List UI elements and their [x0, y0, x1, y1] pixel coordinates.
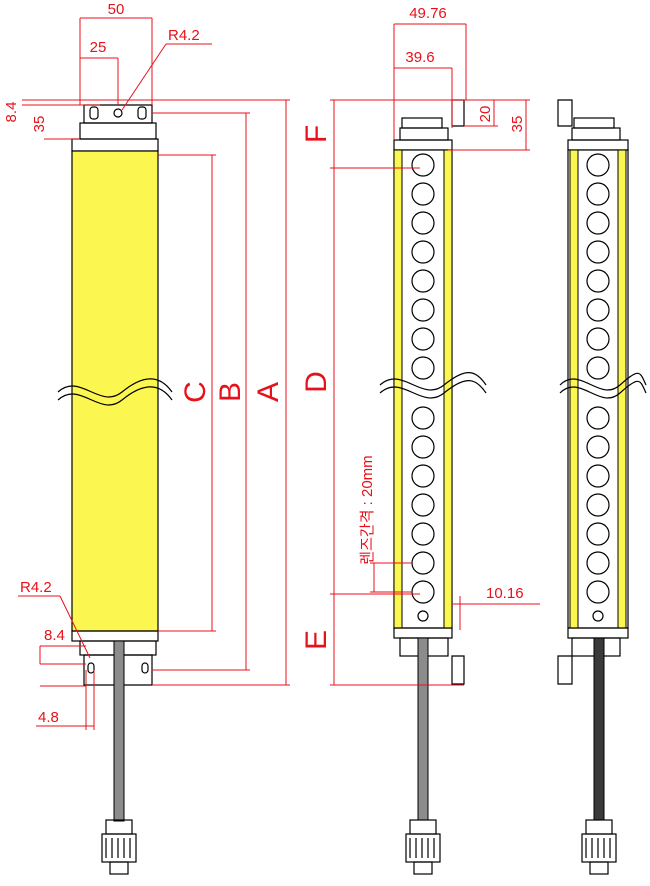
lens-top-plate [393, 139, 453, 151]
side-bottom-bracket [557, 655, 573, 685]
side-top-bracket [557, 99, 573, 127]
lens-connector-tip [413, 861, 433, 875]
dim-half-width: 25 [90, 39, 107, 56]
side-lens-array [586, 153, 610, 622]
dim-e: E [300, 630, 333, 650]
bottom-slot-right [141, 662, 149, 674]
side-break-2 [559, 380, 647, 399]
lens-bottom-side-bracket [451, 655, 465, 685]
front-view [57, 104, 173, 875]
side-connector-tip [589, 861, 609, 875]
side-rail-left [569, 149, 579, 629]
yellow-cover [71, 150, 159, 632]
connector-tip [109, 861, 129, 875]
dim-radius-top: R4.2 [168, 27, 200, 44]
lens-pitch-label: 렌즈간격 : 20mm [359, 455, 376, 564]
lens-cable [417, 637, 429, 821]
side-top-cap [571, 127, 621, 141]
dim-a: A [252, 382, 285, 402]
bracket-hole [113, 108, 123, 118]
connector-body [101, 833, 137, 863]
dim-height-20: 20 [477, 106, 494, 123]
lens-rail-right [443, 149, 453, 629]
dim-top-width: 50 [108, 1, 125, 18]
break-line-1 [57, 378, 173, 398]
side-break-1 [559, 372, 647, 391]
side-top-block [573, 117, 615, 129]
lens-connector-ribs [409, 838, 435, 858]
lens-bottom-plate [393, 627, 453, 639]
side-top-plate [567, 139, 629, 151]
side-bottom-plate [567, 627, 629, 639]
dim-width-396: 39.6 [405, 49, 434, 66]
bracket-slot-right [137, 106, 147, 120]
dim-height-35b: 35 [509, 116, 526, 133]
dim-b: B [214, 382, 247, 402]
break-line-2 [57, 386, 173, 406]
connector-nut [105, 819, 133, 835]
dim-c: C [179, 381, 212, 403]
lens-top-side-bracket [451, 99, 465, 127]
dim-f: F [300, 125, 333, 143]
lens-dimensions: 49.76 39.6 20 35 F D E 렌즈간격 : 20mm 10.16 [300, 5, 540, 686]
lens-array [411, 153, 435, 622]
dim-offset-1016: 10.16 [486, 585, 524, 602]
lens-top-bracket [401, 117, 443, 129]
side-cable [593, 637, 605, 821]
top-cap [79, 122, 157, 140]
lens-connector-body [405, 833, 441, 863]
lens-rail-left [393, 149, 403, 629]
dim-bottom-84: 8.4 [44, 627, 65, 644]
side-connector-ribs [585, 838, 611, 858]
front-dimensions: 50 25 R4.2 8.4 35 C B A R4.2 8.4 [3, 1, 290, 730]
side-connector-nut [585, 819, 613, 835]
connector-ribs [105, 838, 131, 858]
dim-side-84: 8.4 [3, 102, 20, 123]
dim-d: D [300, 371, 333, 393]
side-view [557, 99, 647, 875]
top-bracket [83, 104, 153, 124]
bottom-slot-left [87, 662, 95, 674]
lens-break-1 [379, 372, 487, 391]
cable [113, 640, 125, 822]
lens-break-2 [379, 380, 487, 399]
dim-radius-bottom: R4.2 [20, 579, 52, 596]
lens-view [379, 99, 487, 875]
lens-connector-nut [409, 819, 437, 835]
side-connector-body [581, 833, 617, 863]
dim-side-35: 35 [31, 116, 48, 133]
dim-bottom-48: 4.8 [38, 709, 59, 726]
dim-width-4976: 49.76 [409, 5, 447, 22]
bottom-end-plate [71, 630, 159, 642]
lens-top-cap [399, 127, 449, 141]
bracket-slot-left [89, 106, 99, 120]
top-end-plate [71, 138, 159, 152]
